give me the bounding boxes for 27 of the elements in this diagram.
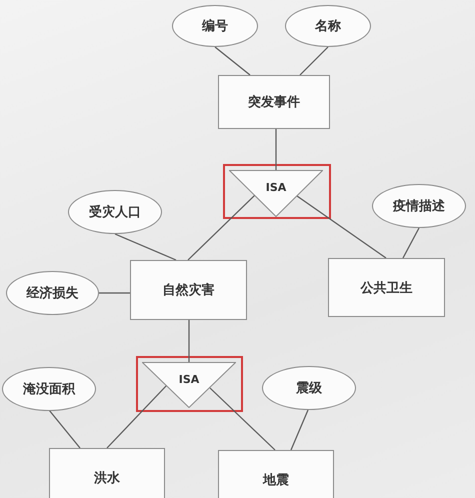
attribute-ellipse: 淹没面积: [2, 367, 96, 411]
connector-line: [99, 292, 130, 294]
entity-box: 突发事件: [218, 75, 330, 129]
connector-line: [188, 320, 190, 362]
entity-box: 地震: [218, 450, 334, 498]
attribute-ellipse: 编号: [172, 5, 258, 47]
attribute-ellipse: 受灾人口: [68, 190, 162, 234]
attribute-ellipse: 经济损失: [6, 271, 99, 315]
connector-line: [290, 410, 309, 450]
entity-box: 自然灾害: [130, 260, 247, 320]
entity-box: 公共卫生: [328, 258, 445, 317]
connector-line: [275, 129, 277, 170]
attribute-ellipse: 震级: [262, 366, 356, 410]
connector-line: [106, 384, 168, 448]
connector-line: [296, 196, 386, 258]
isa-triangle: ISA: [229, 170, 323, 217]
connector-line: [300, 46, 328, 76]
connector-line: [48, 410, 80, 448]
connector-line: [114, 233, 176, 261]
isa-triangle: ISA: [142, 362, 236, 408]
attribute-ellipse: 名称: [285, 5, 371, 47]
entity-box: 洪水: [49, 448, 165, 498]
connector-line: [214, 46, 250, 76]
connector-line: [402, 228, 420, 258]
connector-line: [210, 388, 276, 450]
attribute-ellipse: 疫情描述: [372, 184, 466, 228]
connector-line: [188, 194, 256, 260]
